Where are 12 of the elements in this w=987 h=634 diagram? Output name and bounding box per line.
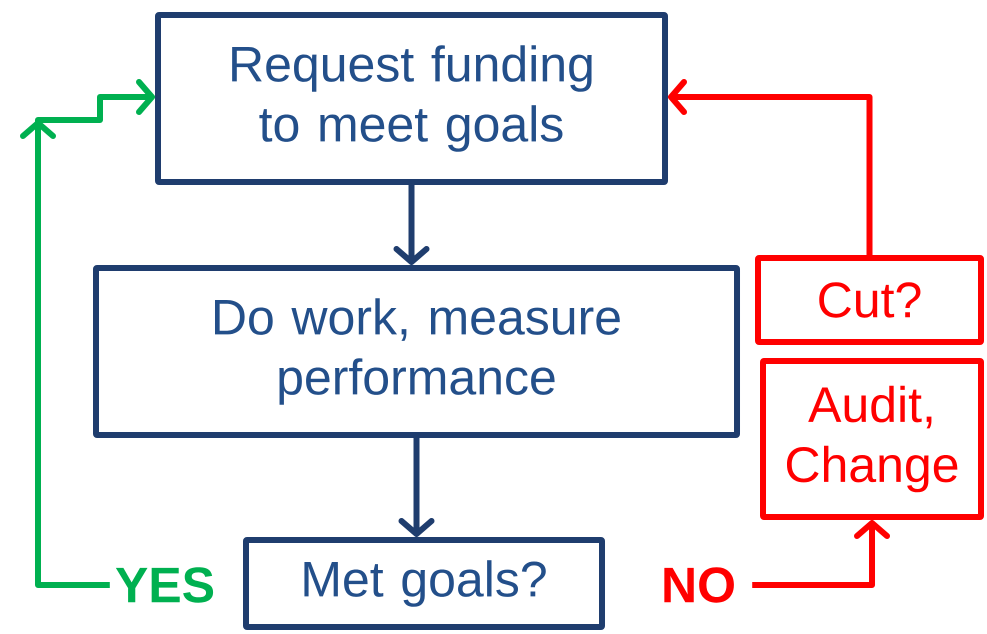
- decision-box: Cut?: [755, 255, 984, 345]
- arrow: [398, 438, 434, 537]
- decision-box: Audit, Change: [760, 358, 984, 520]
- answer-label: NO: [664, 567, 734, 603]
- answer-label: YES: [116, 567, 214, 603]
- arrow: [20, 79, 155, 588]
- process-box: Do work, measure performance: [93, 265, 740, 438]
- decision-box: Met goals?: [243, 537, 605, 630]
- arrow: [394, 185, 430, 265]
- process-box: Request funding to meet goals: [155, 12, 668, 185]
- arrow: [752, 520, 890, 588]
- arrow: [668, 79, 872, 255]
